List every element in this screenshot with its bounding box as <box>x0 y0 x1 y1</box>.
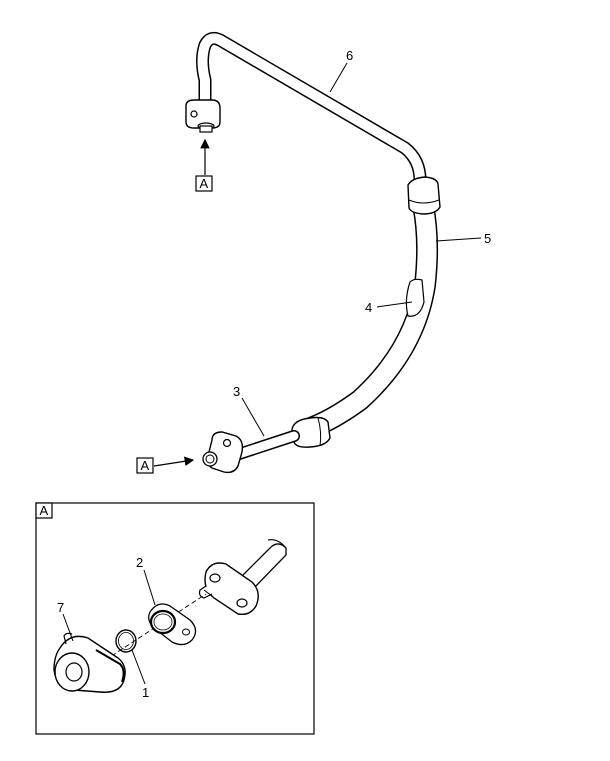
callout-4-label: 4 <box>365 300 372 315</box>
hose-5-fill <box>295 195 437 440</box>
view-a-label-lower: A <box>141 458 150 473</box>
callout-2-label: 2 <box>136 555 143 570</box>
tube-6-fill <box>197 33 425 185</box>
view-a-ref-lower: A <box>136 456 195 474</box>
callout-1-label: 1 <box>142 685 149 700</box>
view-a-ref-upper: A <box>195 138 213 192</box>
hose-assembly <box>185 31 441 474</box>
ferrule-lower-line <box>317 417 322 447</box>
callout-6-label: 6 <box>346 48 353 63</box>
ferrule-upper <box>407 176 441 215</box>
detail-view-a: A <box>35 502 315 735</box>
detail-tag-label: A <box>40 503 49 518</box>
cap-7 <box>53 632 126 693</box>
o-ring-1-inner <box>118 632 134 650</box>
o-ring-1 <box>115 629 137 653</box>
tube-6-outline <box>196 31 427 187</box>
callout-6: 6 <box>329 48 353 93</box>
callout-7-leader <box>62 613 74 642</box>
callout-3-label: 3 <box>233 384 240 399</box>
callout-4: 4 <box>365 300 413 315</box>
callout-7-label: 7 <box>57 600 64 615</box>
ferrule-upper-line <box>408 199 440 204</box>
view-a-label-upper: A <box>200 176 209 191</box>
lower-flange-fitting <box>202 431 244 474</box>
detail-tag <box>35 502 53 519</box>
tube-3-fill <box>231 431 299 460</box>
callout-2-leader <box>143 569 156 606</box>
gasket-2 <box>148 603 197 646</box>
callout-5-label: 5 <box>484 231 491 246</box>
callout-3: 3 <box>233 384 265 437</box>
upper-flange-fitting <box>185 99 221 133</box>
detail-tube <box>236 539 287 591</box>
detail-flange <box>198 562 259 616</box>
callout-1-leader <box>131 649 146 685</box>
callout-5: 5 <box>435 231 491 246</box>
sleeve-4 <box>405 278 425 317</box>
